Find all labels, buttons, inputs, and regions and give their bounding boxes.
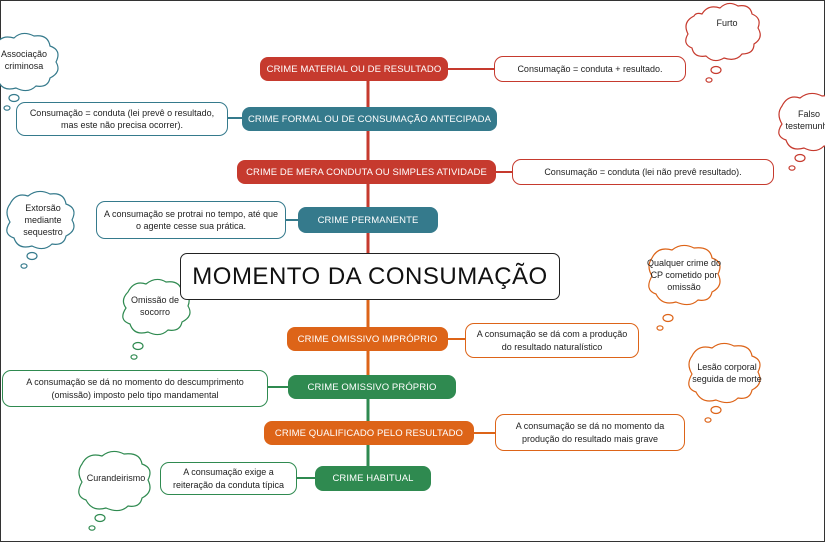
example-improprio: Qualquer crime do CP cometido por omissã… [646, 258, 722, 292]
example-permanente: Extorsão mediante sequestro [23, 203, 63, 237]
desc-qualificado: A consumação se dá no momento da produçã… [495, 414, 685, 451]
branch-habitual: CRIME HABITUAL [315, 466, 431, 491]
example-habitual: Curandeirismo [86, 473, 146, 484]
desc-improprio: A consumação se dá com a produção do res… [465, 323, 639, 358]
branch-proprio: CRIME OMISSIVO PRÓPRIO [288, 375, 456, 399]
central-title: MOMENTO DA CONSUMAÇÃO [180, 253, 560, 300]
cloud-furto [685, 2, 761, 83]
example-formal: Associação criminosa [0, 49, 48, 71]
desc-formal: Consumação = conduta (lei prevê o result… [16, 102, 228, 136]
branch-material: CRIME MATERIAL OU DE RESULTADO [260, 57, 448, 81]
branch-mera: CRIME DE MERA CONDUTA OU SIMPLES ATIVIDA… [237, 160, 496, 184]
example-proprio: Omissão de socorro [130, 295, 180, 317]
cloud-qualquer [648, 244, 721, 331]
cloud-extorsao [6, 190, 75, 269]
example-qualificado: Lesão corporal seguida de morte [692, 362, 762, 384]
branch-qualificado: CRIME QUALIFICADO PELO RESULTADO [264, 421, 474, 445]
example-material: Furto [716, 18, 738, 29]
desc-mera: Consumação = conduta (lei não prevê resu… [512, 159, 774, 185]
example-mera: Falso testemunho [785, 109, 825, 131]
desc-proprio: A consumação se dá no momento do descump… [2, 370, 268, 407]
cloud-lesao [688, 342, 761, 423]
cloud-associacao [0, 32, 59, 111]
desc-permanente: A consumação se protrai no tempo, até qu… [96, 201, 286, 239]
cloud-omissao [122, 278, 191, 360]
desc-habitual: A consumação exige a reiteração da condu… [160, 462, 297, 495]
branch-improprio: CRIME OMISSIVO IMPRÓPRIO [287, 327, 448, 351]
branch-formal: CRIME FORMAL OU DE CONSUMAÇÃO ANTECIPADA [242, 107, 497, 131]
desc-material: Consumação = conduta + resultado. [494, 56, 686, 82]
branch-permanente: CRIME PERMANENTE [298, 207, 438, 233]
cloud-falso [778, 92, 825, 171]
cloud-curandeirismo [78, 450, 151, 531]
